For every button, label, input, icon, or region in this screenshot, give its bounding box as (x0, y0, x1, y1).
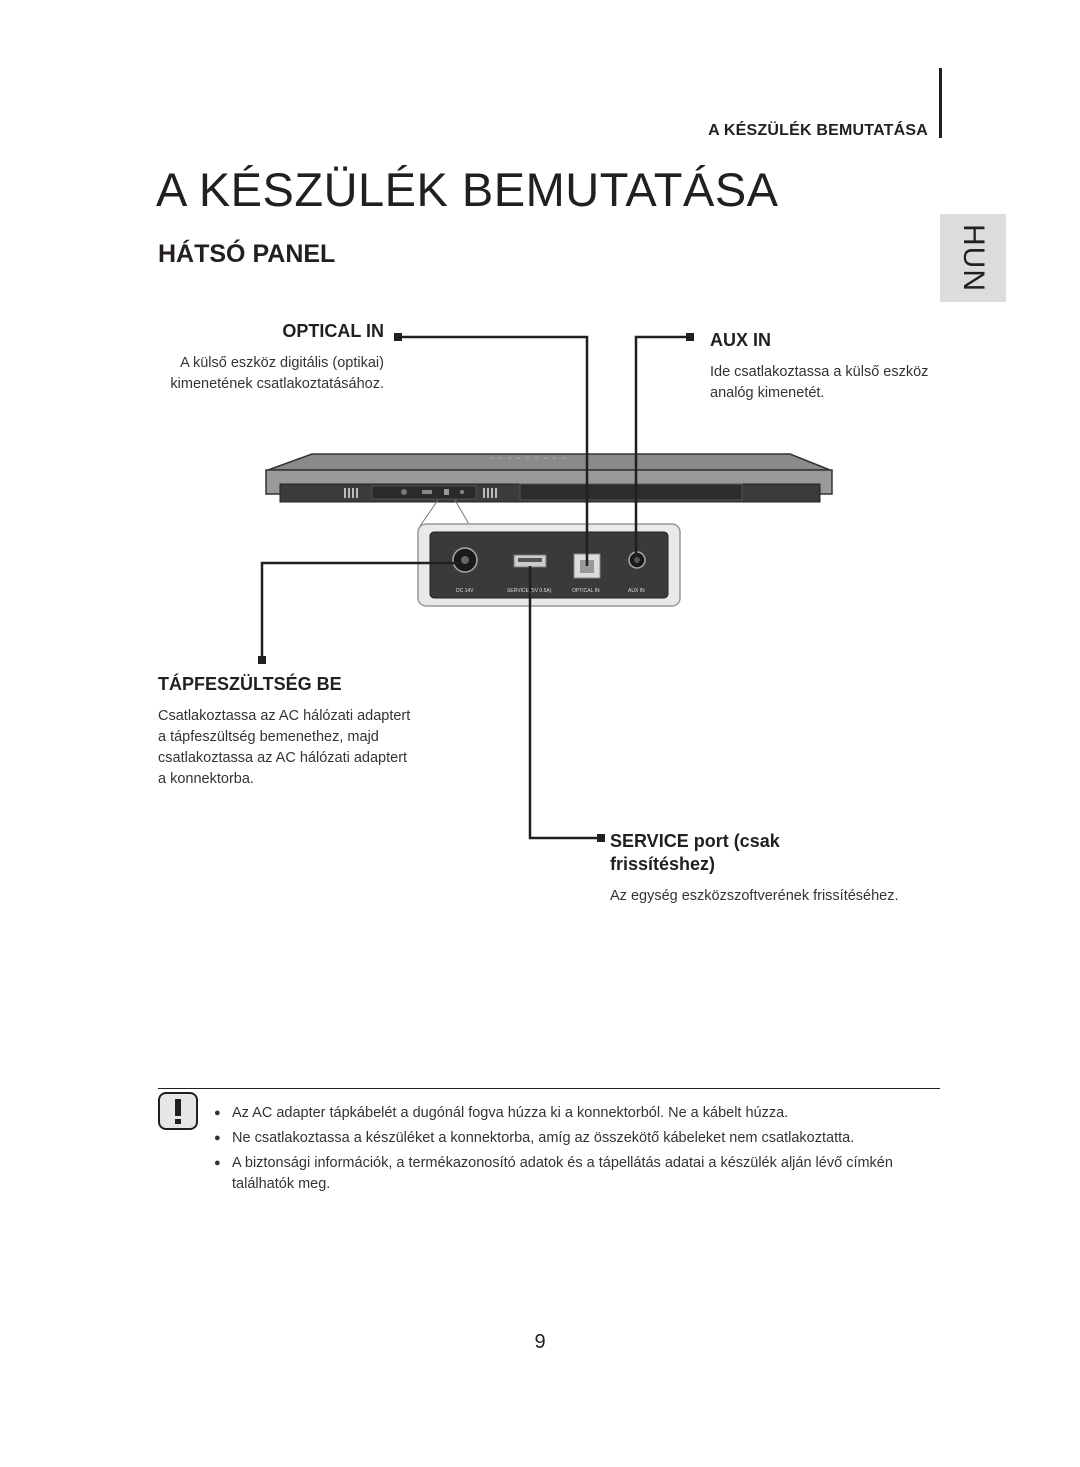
vent-left (344, 488, 358, 498)
header-divider (939, 68, 942, 138)
service-leader (528, 566, 600, 840)
optical-port-label: OPTICAL IN (572, 588, 600, 594)
usb-port (513, 554, 547, 568)
caution-item: Az AC adapter tápkábelét a dugónál fogva… (214, 1103, 924, 1124)
soundbar-top (267, 453, 831, 471)
power-label: TÁPFESZÜLTSÉG BE (158, 674, 342, 694)
connector-panel-closeup (417, 523, 681, 607)
optical-leader (398, 335, 589, 566)
service-port-callout-label: SERVICE port (csak frissítéshez) (610, 831, 780, 874)
power-description: Csatlakoztassa az AC hálózati adaptert a… (158, 708, 411, 787)
optical-in-description: A külső eszköz digitális (optikai) kimen… (170, 355, 384, 392)
dc-jack (452, 547, 478, 573)
language-tab-label: HUN (957, 224, 990, 292)
aux-leader (634, 335, 690, 556)
aux-marker (686, 333, 694, 341)
power-marker (258, 656, 266, 664)
caution-item: Ne csatlakoztassa a készüléket a konnekt… (214, 1128, 924, 1149)
page-number: 9 (534, 1331, 546, 1353)
language-tab: HUN (940, 214, 1006, 302)
running-header: A KÉSZÜLÉK BEMUTATÁSA (708, 122, 928, 139)
dc-port-label: DC 14V (456, 588, 474, 594)
caution-list: Az AC adapter tápkábelét a dugónál fogva… (214, 1103, 924, 1199)
caution-item: A biztonsági információk, a termékazonos… (214, 1153, 924, 1195)
aux-in-description: Ide csatlakoztassa a külső eszköz analóg… (710, 364, 929, 401)
soundbar-rear (279, 483, 821, 503)
optical-port (573, 553, 601, 579)
exclamation-icon (158, 1092, 198, 1130)
service-port-description: Az egység eszközszoftverének frissítéséh… (610, 888, 899, 904)
service-marker (597, 834, 605, 842)
aux-in-label: AUX IN (710, 330, 772, 350)
optical-in-label: OPTICAL IN (282, 321, 384, 341)
power-leader (260, 561, 460, 660)
caution-divider (158, 1088, 940, 1089)
service-port-label: SERVICE (5V 0.5A) (507, 588, 552, 594)
page-title: A KÉSZÜLÉK BEMUTATÁSA (156, 163, 779, 216)
optical-marker (394, 333, 402, 341)
soundbar-front-edge (265, 469, 833, 495)
section-title: HÁTSÓ PANEL (158, 240, 336, 268)
aux-port-label: AUX IN (628, 588, 645, 594)
aux-jack (628, 551, 646, 569)
vent-right (483, 488, 497, 498)
